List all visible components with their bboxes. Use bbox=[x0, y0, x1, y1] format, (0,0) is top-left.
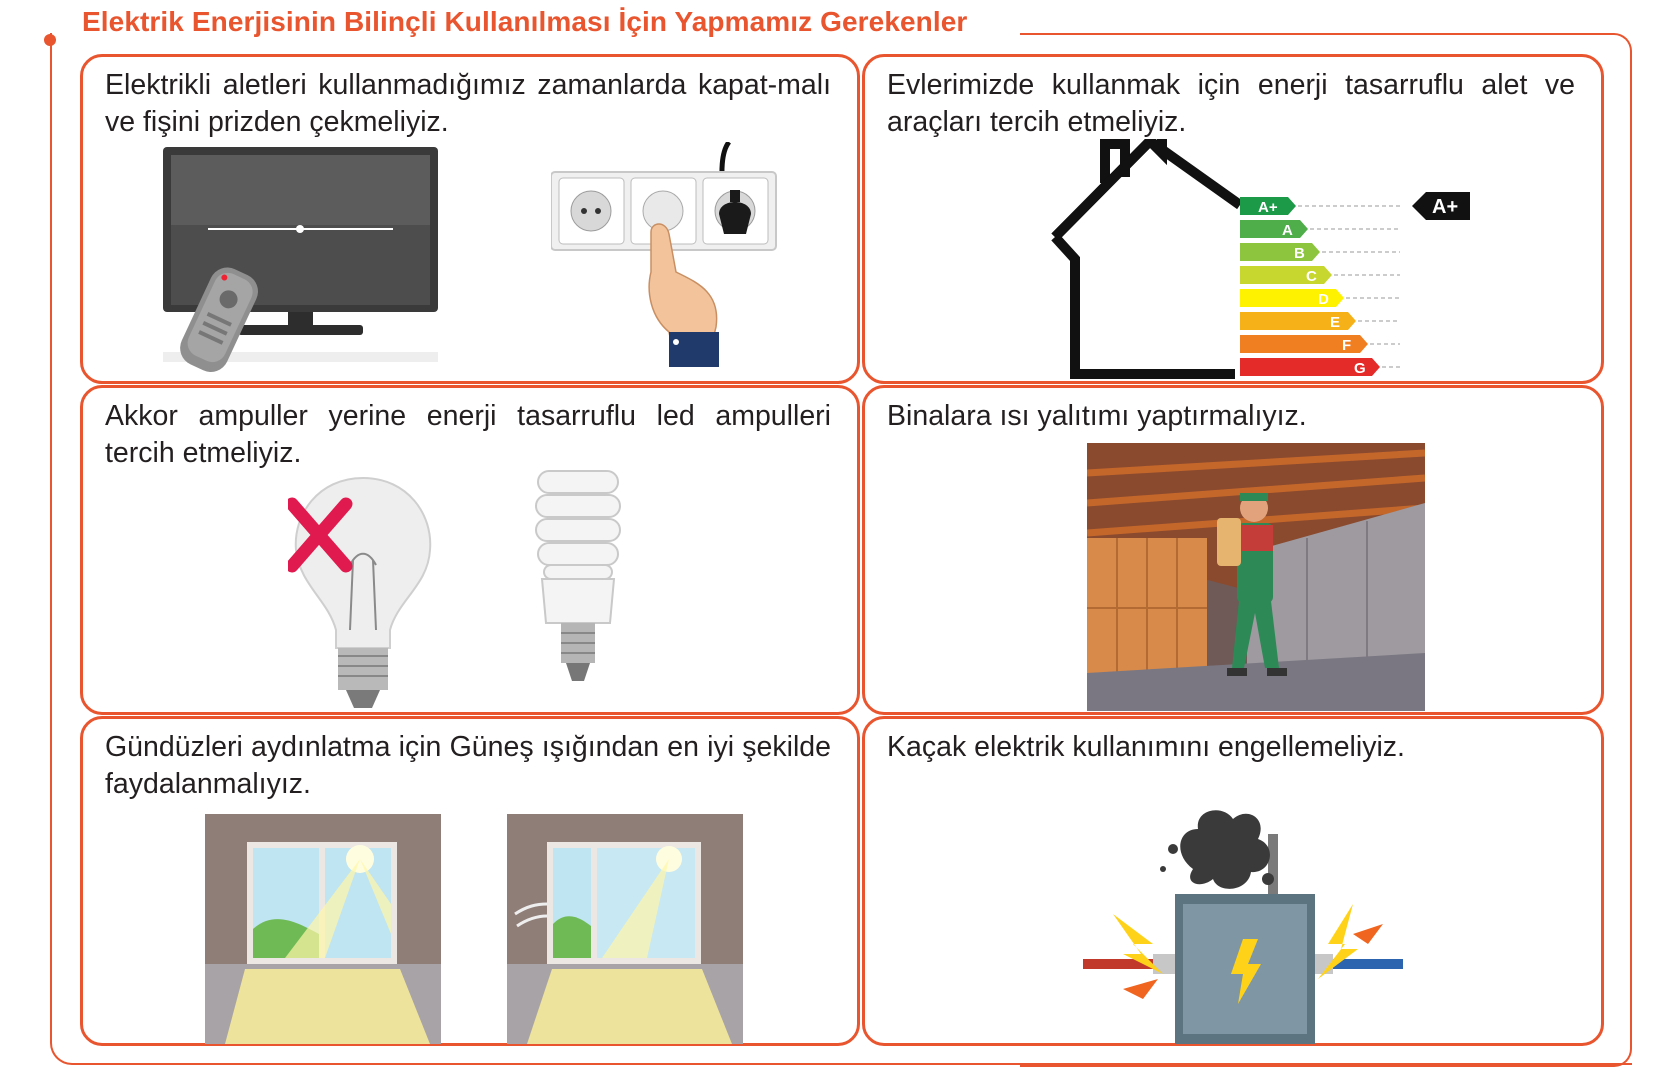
card-text: Akkor ampuller yerine enerji tasarruflu … bbox=[105, 400, 831, 469]
svg-text:D: D bbox=[1318, 291, 1329, 308]
card-text: Evlerimizde kullanmak için enerji tasarr… bbox=[887, 69, 1575, 138]
card-daylight: Gündüzleri aydınlatma için Güneş ışığınd… bbox=[80, 716, 860, 1046]
card-text: Binalara ısı yalıtımı yaptırmalıyız. bbox=[887, 400, 1307, 432]
card-unplug-devices: Elektrikli aletleri kullanmadığımız zama… bbox=[80, 54, 860, 384]
svg-text:B: B bbox=[1294, 245, 1305, 262]
svg-text:E: E bbox=[1330, 314, 1340, 331]
svg-text:F: F bbox=[1342, 337, 1351, 354]
energy-saving-bulb-icon bbox=[535, 470, 621, 681]
card-insulation: Binalara ısı yalıtımı yaptırmalıyız. bbox=[862, 385, 1604, 715]
worker-insulating-attic-icon bbox=[1087, 443, 1425, 711]
incandescent-bulb-crossed-icon bbox=[288, 476, 432, 708]
frame-border-left bbox=[50, 33, 1632, 1065]
frame-dot bbox=[44, 34, 56, 46]
card-led-bulbs: Akkor ampuller yerine enerji tasarruflu … bbox=[80, 385, 860, 715]
smoking-electric-box-icon bbox=[1083, 810, 1403, 1044]
card-text: Elektrikli aletleri kullanmadığımız zama… bbox=[105, 69, 831, 138]
sunlit-open-window-icon bbox=[507, 814, 743, 1044]
sunlit-window-icon bbox=[205, 814, 441, 1044]
tv-remote-icon bbox=[163, 147, 438, 372]
svg-text:G: G bbox=[1354, 360, 1366, 377]
card-illegal-electricity: Kaçak elektrik kullanımını engellemeliyi… bbox=[862, 716, 1604, 1046]
svg-text:A+: A+ bbox=[1432, 196, 1458, 218]
card-text: Kaçak elektrik kullanımını engellemeliyi… bbox=[887, 731, 1405, 763]
card-text: Gündüzleri aydınlatma için Güneş ışığınd… bbox=[105, 731, 831, 800]
house-energy-label-icon: A+ A B C D E F G A+ bbox=[1051, 139, 1470, 379]
svg-text:A: A bbox=[1282, 222, 1293, 239]
frame-border bbox=[1020, 33, 1632, 1067]
page-title: Elektrik Enerjisinin Bilinçli Kullanılma… bbox=[82, 6, 978, 38]
svg-text:C: C bbox=[1306, 268, 1317, 285]
wall-socket-icon bbox=[551, 142, 777, 367]
svg-text:A+: A+ bbox=[1258, 199, 1278, 216]
card-energy-efficient: Evlerimizde kullanmak için enerji tasarr… bbox=[862, 54, 1604, 384]
